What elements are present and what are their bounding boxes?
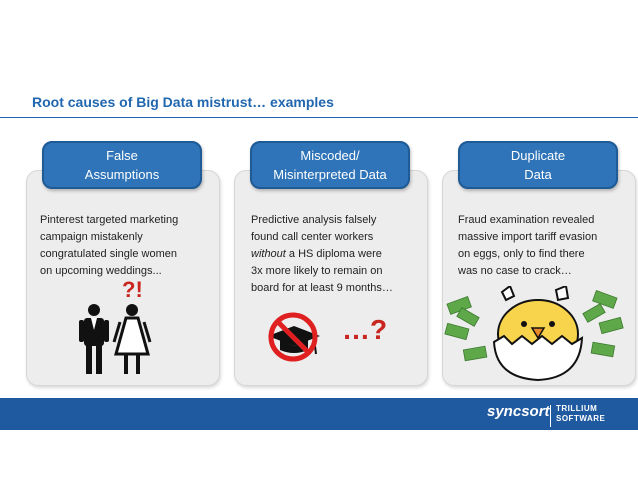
panel-3-text: Fraud examination revealed massive impor… — [458, 212, 630, 280]
logo-line: SOFTWARE — [556, 414, 606, 423]
page-title: Root causes of Big Data mistrust… exampl… — [32, 94, 334, 110]
footer-bar — [0, 398, 638, 430]
text-line: massive import tariff evasion — [458, 231, 598, 243]
italic-word: without — [251, 248, 286, 260]
ellipsis-question-mark: …? — [342, 314, 388, 345]
text-line: board for at least 9 months… — [251, 282, 393, 294]
syncsort-logo: syncsort — [487, 403, 550, 420]
text-line: on upcoming weddings... — [40, 265, 162, 277]
no-graduation-cap-icon — [268, 312, 320, 362]
tab-line-2: Assumptions — [84, 167, 160, 182]
text-fragment: a HS diploma were — [285, 248, 382, 260]
tab-line-2: Data — [524, 167, 552, 182]
tab-line-1: Miscoded/ — [300, 148, 360, 163]
panel-1-text: Pinterest targeted marketing campaign mi… — [40, 212, 212, 280]
tab-false-assumptions: False Assumptions — [42, 141, 202, 189]
logo-line: TRILLIUM — [556, 404, 598, 413]
bride-groom-icon — [79, 304, 152, 374]
logo-divider — [550, 405, 551, 427]
interrobang-mark: ?! — [122, 277, 143, 302]
title-divider — [0, 117, 638, 118]
chick-hatching-icon — [444, 286, 624, 382]
text-line: Predictive analysis falsely — [251, 214, 377, 226]
text-line: campaign mistakenly — [40, 231, 143, 243]
trillium-logo: TRILLIUM SOFTWARE — [556, 404, 605, 424]
text-line: without a HS diploma were — [251, 246, 423, 263]
tab-line-2: Misinterpreted Data — [273, 167, 387, 182]
text-line: on eggs, only to find there — [458, 248, 585, 260]
text-line: 3x more likely to remain on — [251, 265, 383, 277]
tab-line-1: Duplicate — [510, 148, 566, 163]
text-line: congratulated single women — [40, 248, 177, 260]
panel-2-text: Predictive analysis falsely found call c… — [251, 212, 423, 297]
text-line: found call center workers — [251, 231, 374, 243]
tab-duplicate-data: Duplicate Data — [458, 141, 618, 189]
tab-miscoded-data: Miscoded/ Misinterpreted Data — [250, 141, 410, 189]
money-bills-icon — [444, 290, 624, 362]
panel-miscoded-data — [234, 170, 428, 386]
text-line: Fraud examination revealed — [458, 214, 595, 226]
text-line: Pinterest targeted marketing — [40, 214, 179, 226]
text-line: was no case to crack… — [458, 265, 572, 277]
tab-line-1: False — [106, 148, 138, 163]
